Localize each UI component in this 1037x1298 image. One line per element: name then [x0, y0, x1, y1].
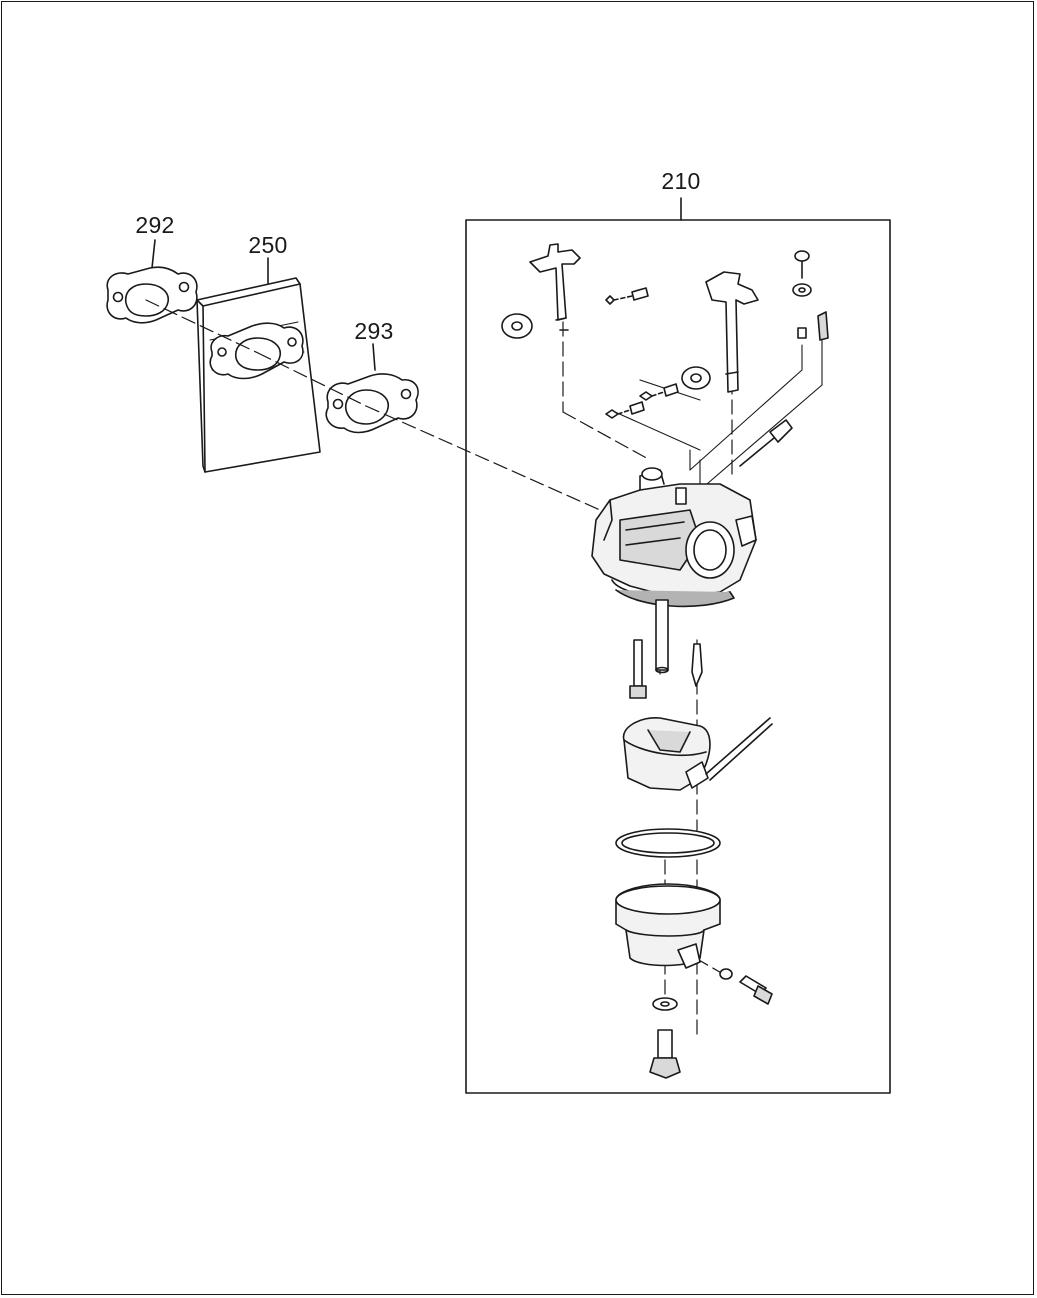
- inlet-needle-part: [692, 644, 702, 686]
- choke-shaft-part: [682, 272, 758, 392]
- main-jet-part: [630, 640, 646, 698]
- bowl-bolt-part: [650, 998, 680, 1078]
- float-bowl-gasket: [616, 829, 720, 857]
- guide-lines: [615, 340, 822, 490]
- drain-screw-part: [720, 969, 772, 1004]
- throttle-shaft-part: [502, 244, 580, 338]
- screw-set-middle: [606, 384, 678, 418]
- mounting-screw-part: [740, 420, 792, 466]
- gasket-292: [107, 267, 197, 323]
- carburetor-body: [592, 468, 756, 606]
- float-part: [623, 718, 772, 790]
- screw-set-upper: [606, 288, 648, 304]
- nozzle-tube: [656, 600, 668, 673]
- callout-250: 250: [238, 234, 298, 257]
- gasket-293: [326, 374, 418, 433]
- float-bowl-part: [616, 884, 720, 968]
- callout-210: 210: [651, 170, 711, 193]
- callout-292: 292: [125, 214, 185, 237]
- idle-screw-part: [793, 251, 828, 340]
- callout-293: 293: [344, 320, 404, 343]
